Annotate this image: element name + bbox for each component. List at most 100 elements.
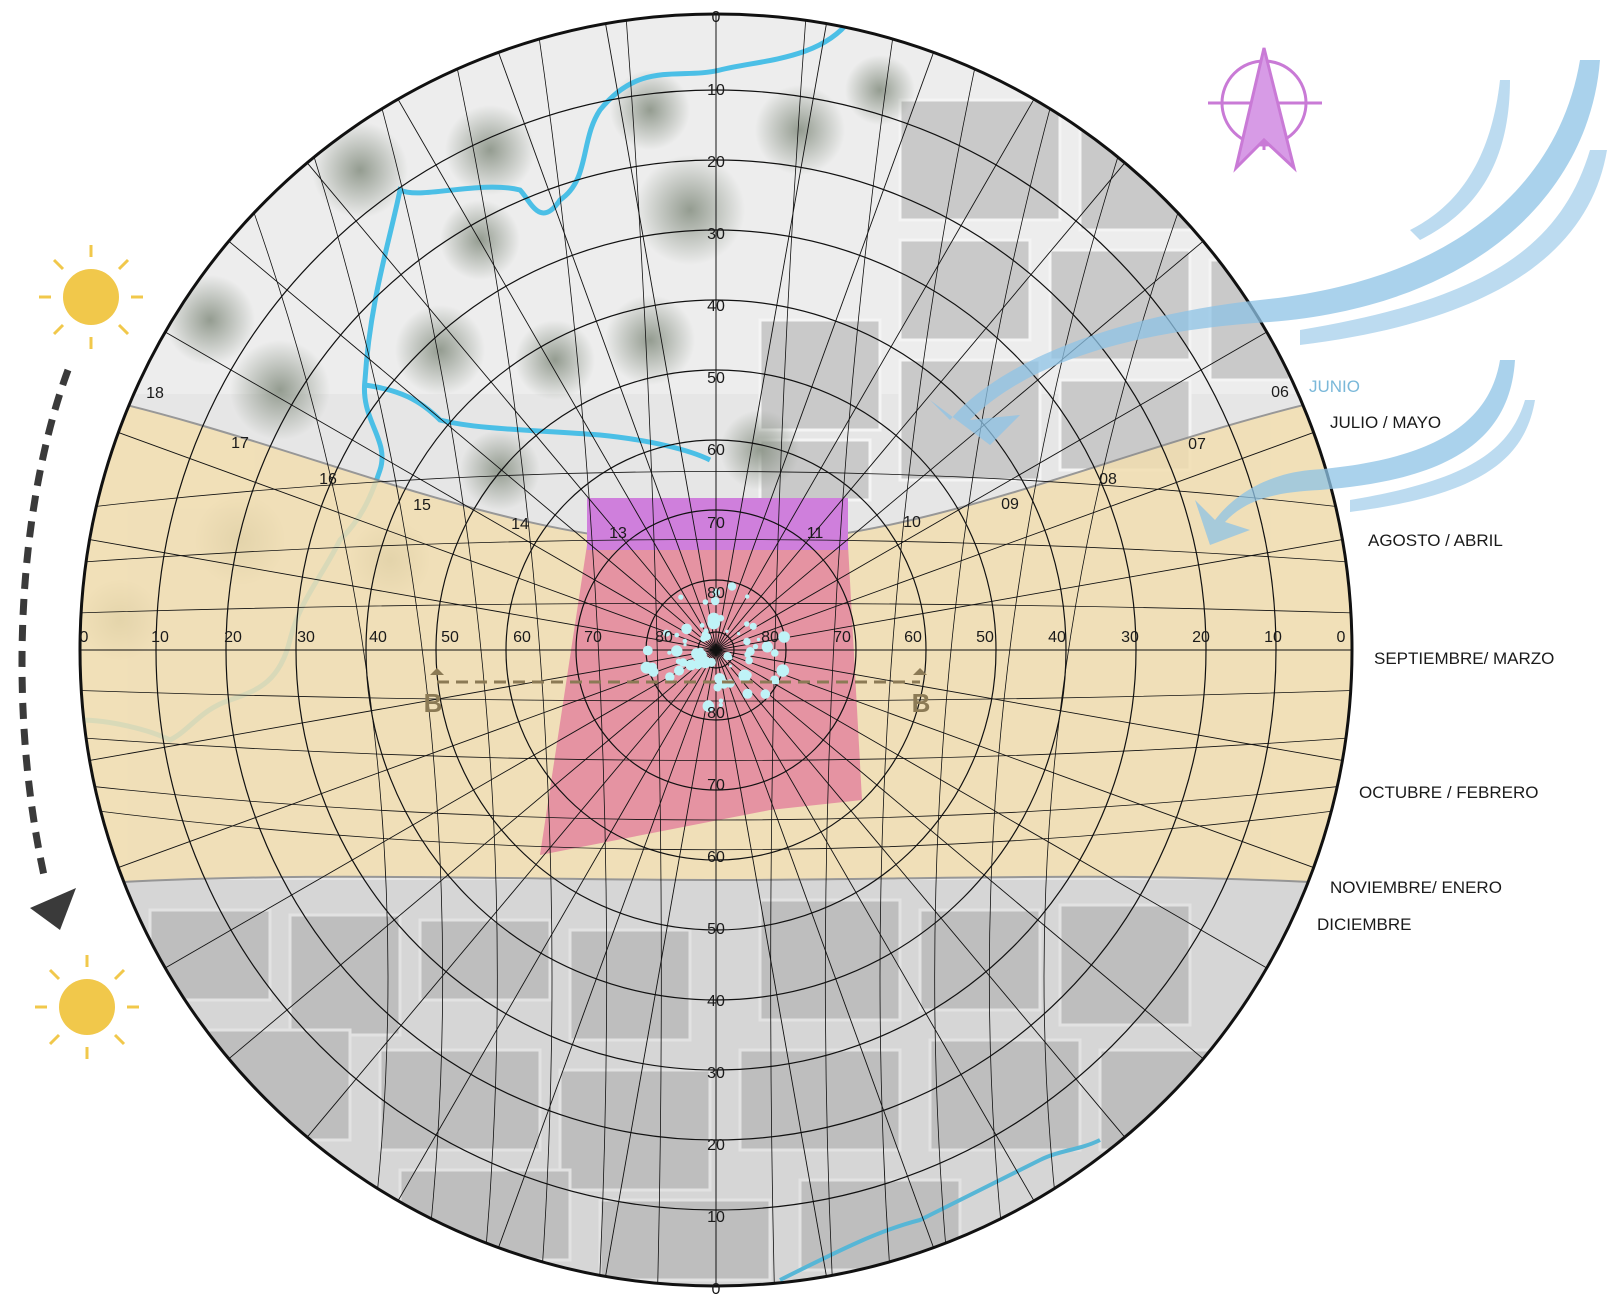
hour-label: 06 bbox=[1271, 384, 1289, 401]
azimuth-line bbox=[306, 649, 717, 1138]
altitude-label: 40 bbox=[707, 298, 725, 315]
azimuth-line bbox=[118, 649, 717, 868]
azimuth-line bbox=[715, 649, 1314, 868]
hour-label: 15 bbox=[413, 497, 431, 514]
altitude-label: 30 bbox=[1121, 629, 1139, 646]
altitude-label: 50 bbox=[976, 629, 994, 646]
azimuth-line bbox=[306, 162, 717, 651]
skylight-dot bbox=[745, 656, 753, 665]
altitude-label: 10 bbox=[707, 82, 725, 99]
skylight-dot bbox=[706, 657, 716, 667]
skylight-dot bbox=[702, 599, 709, 605]
azimuth-line bbox=[228, 649, 717, 1060]
azimuth-line bbox=[715, 539, 1343, 651]
hour-label: 09 bbox=[1001, 496, 1019, 513]
altitude-label: 10 bbox=[1264, 629, 1282, 646]
skylight-dot bbox=[663, 629, 671, 637]
skylight-dot bbox=[744, 671, 752, 679]
skylight-dot bbox=[766, 644, 772, 650]
skylight-dot bbox=[678, 594, 684, 600]
altitude-label: 80 bbox=[761, 629, 779, 646]
hour-label: 17 bbox=[231, 435, 249, 452]
altitude-label: 60 bbox=[707, 849, 725, 866]
azimuth-line bbox=[715, 649, 1343, 761]
declination-line bbox=[80, 539, 1352, 566]
altitude-label: 20 bbox=[1192, 629, 1210, 646]
azimuth-line bbox=[715, 23, 827, 651]
azimuth-line bbox=[605, 649, 717, 1277]
azimuth-line bbox=[715, 240, 1204, 651]
azimuth-line bbox=[715, 649, 1268, 969]
skylight-dot bbox=[667, 650, 672, 655]
skylight-dot bbox=[694, 649, 707, 663]
azimuth-line bbox=[118, 432, 717, 651]
section-marker-left: B bbox=[424, 688, 443, 718]
month-label-junio: JUNIO bbox=[1309, 377, 1360, 396]
skylight-dot bbox=[727, 582, 737, 591]
month-labels: JUNIO JULIO / MAYO AGOSTO / ABRIL SEPTIE… bbox=[1309, 377, 1554, 934]
sun-path-grid bbox=[80, 14, 1352, 1286]
skylight-dot bbox=[776, 664, 790, 677]
skylight-dot bbox=[760, 689, 771, 699]
section-marker-right: B bbox=[912, 688, 931, 718]
altitude-label: 10 bbox=[707, 1209, 725, 1226]
skylight-dot bbox=[712, 588, 721, 597]
altitude-label: 50 bbox=[441, 629, 459, 646]
altitude-label: 80 bbox=[707, 585, 725, 602]
altitude-label: 50 bbox=[707, 921, 725, 938]
site-area bbox=[540, 545, 862, 855]
altitude-label: 20 bbox=[707, 154, 725, 171]
altitude-label: 0 bbox=[1337, 629, 1346, 646]
azimuth-line bbox=[498, 649, 717, 1248]
altitude-label: 20 bbox=[224, 629, 242, 646]
skylight-dot bbox=[745, 647, 755, 656]
azimuth-line bbox=[715, 432, 1314, 651]
skylight-dots bbox=[640, 582, 790, 712]
skylight-dot bbox=[743, 637, 751, 646]
river-branch bbox=[364, 382, 712, 463]
skylight-dot bbox=[683, 643, 687, 647]
skylight-dot bbox=[681, 623, 692, 635]
declination-line bbox=[80, 734, 1352, 761]
hour-label: 18 bbox=[146, 385, 164, 402]
altitude-label: 70 bbox=[707, 777, 725, 794]
azimuth-line bbox=[715, 649, 1126, 1138]
section-arrow-left-icon bbox=[430, 668, 444, 675]
skylight-dot bbox=[671, 645, 683, 657]
skylight-dot bbox=[703, 628, 709, 634]
skylight-dot bbox=[699, 623, 705, 628]
altitude-label: 80 bbox=[707, 705, 725, 722]
altitude-label: 30 bbox=[297, 629, 315, 646]
skylight-dot bbox=[729, 664, 732, 668]
skylight-dot bbox=[725, 629, 729, 633]
skylight-dot bbox=[678, 658, 688, 667]
declination-line bbox=[80, 779, 1352, 821]
sun-icon bbox=[35, 955, 139, 1059]
month-label-diciembre: DICIEMBRE bbox=[1317, 915, 1411, 934]
azimuth-line bbox=[89, 649, 717, 761]
altitude-label: 60 bbox=[513, 629, 531, 646]
skylight-dot bbox=[700, 634, 708, 642]
wind-arrow-icon bbox=[930, 60, 1607, 545]
azimuth-line bbox=[89, 539, 717, 651]
sun-path-arrow-icon bbox=[18, 368, 76, 930]
section-line: B B bbox=[424, 668, 931, 718]
azimuth-line bbox=[715, 649, 1204, 1060]
skylight-dot bbox=[744, 621, 750, 627]
azimuth-line bbox=[715, 98, 1035, 651]
skylight-dot bbox=[718, 698, 724, 704]
azimuth-line bbox=[164, 331, 717, 651]
section-arrow-right-icon bbox=[913, 668, 927, 675]
skylight-dot bbox=[778, 631, 790, 643]
river-south bbox=[779, 1138, 1101, 1282]
sun-icon bbox=[39, 245, 143, 349]
skylight-dot bbox=[710, 596, 720, 606]
altitude-label: 0 bbox=[712, 1281, 721, 1298]
azimuth-line bbox=[498, 52, 717, 651]
skylight-dot bbox=[718, 702, 723, 708]
altitude-label: 60 bbox=[904, 629, 922, 646]
